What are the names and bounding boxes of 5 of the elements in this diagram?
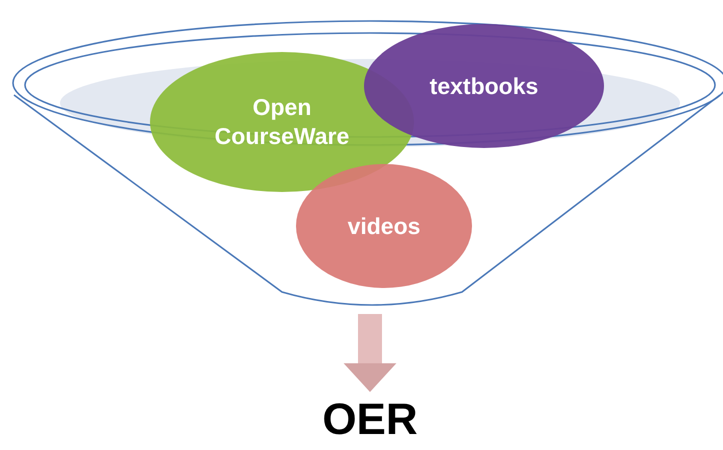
bubble-label: textbooks [430, 72, 538, 100]
arrow [344, 314, 396, 392]
bubble-label: videos [348, 212, 420, 240]
bubble-label: Open CourseWare [214, 93, 350, 151]
result-label: OER [322, 395, 418, 445]
